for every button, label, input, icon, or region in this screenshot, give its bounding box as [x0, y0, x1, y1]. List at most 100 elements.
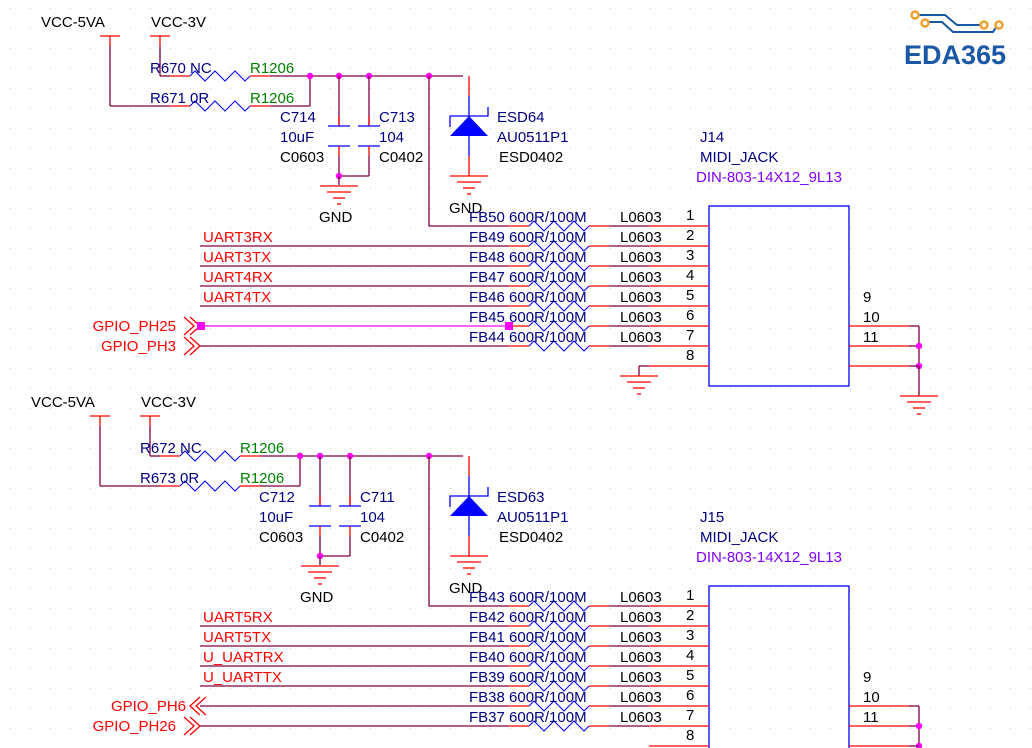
connector-footprint: DIN-803-14X12_9L13: [696, 549, 842, 566]
connector-body: [708, 205, 850, 387]
ferrite-footprint: L0603: [620, 689, 662, 706]
pin-number: 8: [686, 727, 694, 744]
pin-number: 8: [686, 347, 694, 364]
capacitor-designator: C714: [280, 109, 316, 126]
net-label: GPIO_PH25: [93, 318, 176, 335]
esd-designator: ESD63: [497, 489, 545, 506]
net-label: GPIO_PH6: [111, 698, 186, 715]
gnd-label: GND: [449, 200, 483, 217]
capacitor-value: 10uF: [280, 129, 314, 146]
ferrite-designator: FB40 600R/100M: [469, 649, 587, 666]
pin-number: 10: [863, 309, 880, 326]
gnd-label: GND: [319, 209, 353, 226]
ferrite-designator: FB39 600R/100M: [469, 669, 587, 686]
ferrite-row: UART3TX FB48 600R/100M L0603 3: [200, 247, 709, 272]
junction-dot: [915, 722, 923, 730]
offpage-connector-icon: [183, 316, 195, 336]
ferrite-bead-icon: [528, 660, 590, 672]
tvs-diode-icon: [450, 116, 488, 136]
net-label: UART3RX: [203, 229, 273, 246]
ferrite-bead-icon: [528, 700, 590, 712]
ferrite-bead-icon: [528, 340, 590, 352]
ferrite-footprint: L0603: [620, 609, 662, 626]
pin-number: 5: [686, 667, 694, 684]
pin-number: 2: [686, 227, 694, 244]
ferrite-designator: FB45 600R/100M: [469, 309, 587, 326]
capacitor-designator: C712: [259, 489, 295, 506]
ground-symbol-icon: [620, 375, 658, 395]
net-label: UART5TX: [203, 629, 271, 646]
resistor-icon: [179, 480, 241, 492]
ferrite-designator: FB37 600R/100M: [469, 709, 587, 726]
ferrite-bead-icon: [528, 620, 590, 632]
capacitor-footprint: C0603: [280, 149, 324, 166]
connector-body: [708, 585, 850, 748]
net-label: GPIO_PH26: [93, 718, 176, 735]
ferrite-footprint: L0603: [620, 309, 662, 326]
net-label: U_UARTTX: [203, 669, 282, 686]
ferrite-footprint: L0603: [620, 629, 662, 646]
logo-trace-icon: [910, 10, 1004, 33]
ferrite-bead-icon: [528, 640, 590, 652]
esd-designator: ESD64: [497, 109, 545, 126]
ferrite-footprint: L0603: [620, 669, 662, 686]
resistor-footprint: R1206: [240, 470, 284, 487]
ferrite-designator: FB41 600R/100M: [469, 629, 587, 646]
resistor-icon: [189, 100, 251, 112]
net-label: UART5RX: [203, 609, 273, 626]
connector-footprint: DIN-803-14X12_9L13: [696, 169, 842, 186]
resistor-footprint: R1206: [250, 60, 294, 77]
ferrite-designator: FB48 600R/100M: [469, 249, 587, 266]
ferrite-bead-icon: [528, 680, 590, 692]
ferrite-footprint: L0603: [620, 269, 662, 286]
vcc-5va-label: VCC-5VA: [31, 394, 95, 411]
ferrite-row: FB37 600R/100M L0603 7: [469, 707, 709, 732]
pin-number: 7: [686, 327, 694, 344]
capacitor-footprint: C0402: [379, 149, 423, 166]
offpage-connector-icon: [183, 716, 195, 736]
esd-footprint: ESD0402: [499, 529, 563, 546]
pin-number: 4: [686, 267, 694, 284]
capacitor-designator: C711: [360, 489, 395, 506]
offpage-connector-icon: [183, 336, 195, 356]
net-label: U_UARTRX: [203, 649, 284, 666]
esd-value: AU0511P1: [497, 509, 568, 526]
pin-number: 9: [863, 289, 871, 306]
junction-dot: [296, 452, 304, 460]
gnd-label: GND: [449, 580, 483, 597]
capacitor-footprint: C0603: [259, 529, 303, 546]
ferrite-designator: FB50 600R/100M: [469, 209, 587, 226]
resistor-designator: R673 0R: [140, 470, 199, 487]
pin-number: 11: [863, 329, 879, 346]
capacitor-designator: C713: [379, 109, 415, 126]
pin-number: 4: [686, 647, 694, 664]
vcc-3v-label: VCC-3V: [141, 394, 196, 411]
grid-dots: [10, 8, 1031, 729]
ferrite-bead-icon: [528, 320, 590, 332]
pin-number: 7: [686, 707, 694, 724]
logo-text: EDA365: [904, 40, 1006, 70]
net-label: UART3TX: [203, 249, 271, 266]
net-label: UART4TX: [203, 289, 271, 306]
ferrite-bead-icon: [528, 240, 590, 252]
pin-number: 10: [863, 689, 880, 706]
connector-designator: J14: [700, 129, 724, 146]
pin-number: 5: [686, 287, 694, 304]
resistor-icon: [179, 450, 241, 462]
ferrite-footprint: L0603: [620, 709, 662, 726]
resistor-designator: R671 0R: [150, 90, 209, 107]
ground-symbol-icon: [450, 555, 488, 575]
junction-dot: [306, 72, 314, 80]
esd-value: AU0511P1: [497, 129, 568, 146]
ferrite-footprint: L0603: [620, 249, 662, 266]
pin-number: 3: [686, 247, 694, 264]
